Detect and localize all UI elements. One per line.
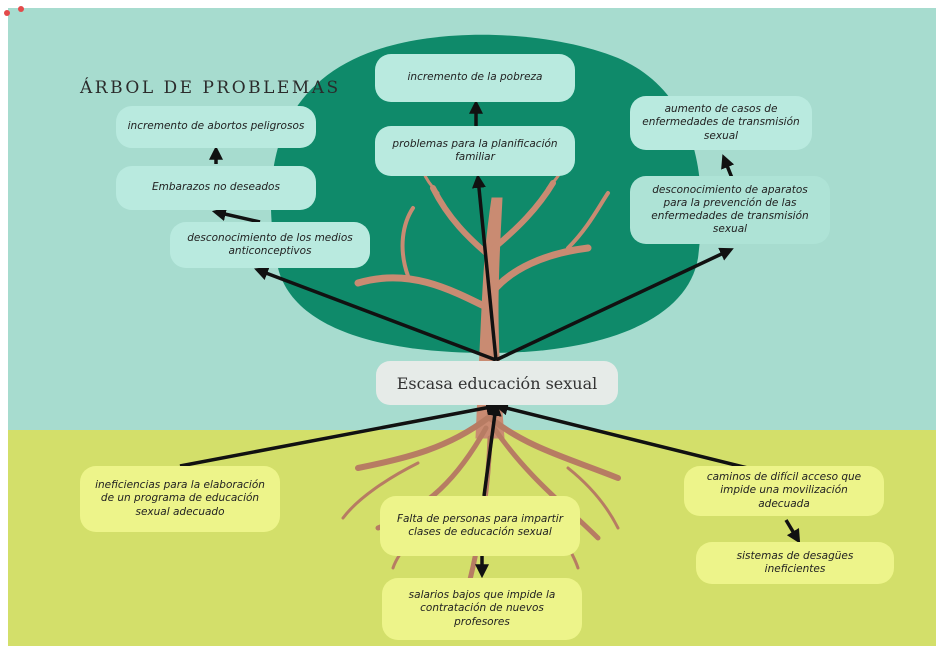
arrow-caminos-to-desagues — [784, 519, 801, 544]
arrow-personas-to-core — [482, 401, 502, 497]
effect-aparatos: desconocimiento de aparatos para la prev… — [630, 176, 830, 244]
page-title: ÁRBOL DE PROBLEMAS — [80, 78, 341, 98]
arrow-to-anticonceptivos — [254, 266, 497, 362]
effect-ets: aumento de casos de enfermedades de tran… — [630, 96, 812, 150]
arrow-to-planificacion — [471, 173, 498, 361]
effect-pobreza: incremento de la pobreza — [375, 54, 575, 102]
effect-embarazos: Embarazos no deseados — [116, 166, 316, 210]
cause-programa: ineficiencias para la elaboración de un … — [80, 466, 280, 532]
effect-anticonceptivos: desconocimiento de los medios anticoncep… — [170, 222, 370, 268]
tree-canopy — [270, 34, 702, 354]
cause-desagues: sistemas de desagües ineficientes — [696, 542, 894, 584]
tree-illustration — [179, 34, 801, 591]
effect-abortos: incremento de abortos peligrosos — [116, 106, 316, 148]
arrow-anticonceptivos-to-embarazos — [211, 207, 261, 224]
arrow-programa-to-core — [179, 400, 501, 468]
cause-salarios: salarios bajos que impide la contratació… — [382, 578, 582, 640]
effect-planificacion: problemas para la planificación familiar — [375, 126, 575, 176]
core-problem: Escasa educación sexual — [376, 361, 618, 405]
cause-personas: Falta de personas para impartir clases d… — [380, 496, 580, 556]
arrow-aparatos-to-ets — [721, 154, 735, 179]
corner-marker-dot — [4, 10, 10, 16]
cause-caminos: caminos de difícil acceso que impide una… — [684, 466, 884, 516]
corner-marker-dot — [18, 6, 24, 12]
problem-tree-canvas: ÁRBOL DE PROBLEMAS incremento de la pobr… — [8, 8, 936, 646]
arrow-to-aparatos — [495, 247, 734, 362]
